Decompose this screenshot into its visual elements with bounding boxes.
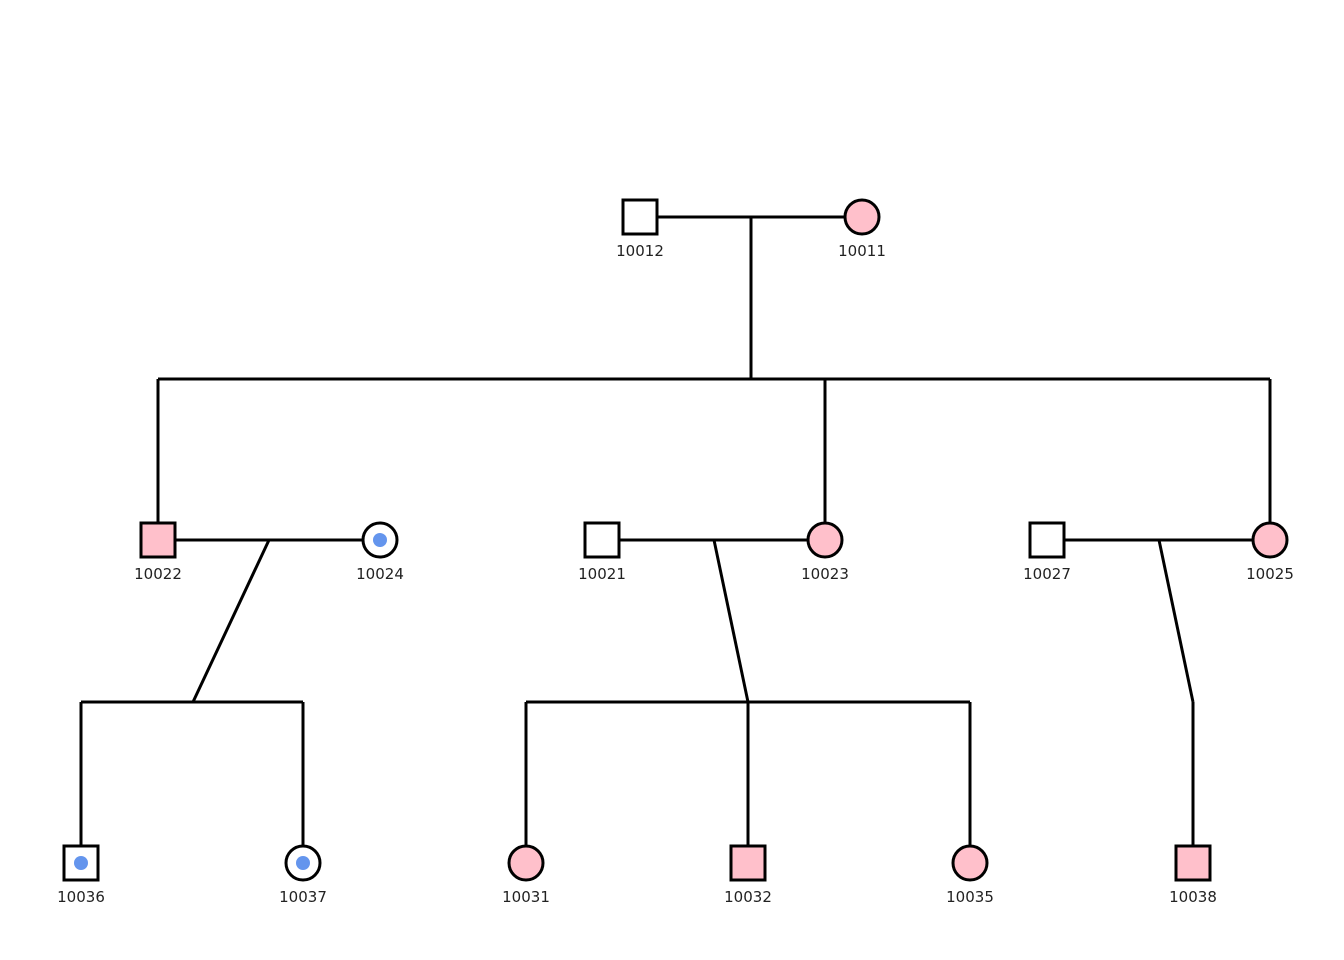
male-square-10038 — [1174, 844, 1212, 882]
female-circle-10023 — [806, 521, 844, 559]
individual-10023: 10023 — [801, 521, 849, 583]
carrier-dot-10037 — [296, 856, 310, 870]
individual-label-10032: 10032 — [724, 888, 772, 906]
individual-10011: 10011 — [838, 198, 886, 260]
male-square-10032 — [729, 844, 767, 882]
individual-label-10031: 10031 — [502, 888, 550, 906]
female-circle-10031 — [507, 844, 545, 882]
carrier-dot-10024 — [373, 533, 387, 547]
individual-10035: 10035 — [946, 844, 994, 906]
individual-label-10021: 10021 — [578, 565, 626, 583]
female-circle-10011 — [843, 198, 881, 236]
individual-10036: 10036 — [57, 844, 105, 906]
descent-line-10022-10024 — [191, 539, 271, 703]
female-circle-10025 — [1251, 521, 1289, 559]
individual-10037: 10037 — [279, 844, 327, 906]
individual-label-10025: 10025 — [1246, 565, 1294, 583]
individual-10012: 10012 — [616, 198, 664, 260]
individual-label-10012: 10012 — [616, 242, 664, 260]
individual-10032: 10032 — [724, 844, 772, 906]
male-square-10027 — [1028, 521, 1066, 559]
individual-label-10038: 10038 — [1169, 888, 1217, 906]
individual-label-10036: 10036 — [57, 888, 105, 906]
male-square-10022 — [139, 521, 177, 559]
individual-10025: 10025 — [1246, 521, 1294, 583]
female-circle-10035 — [951, 844, 989, 882]
individual-label-10024: 10024 — [356, 565, 404, 583]
descent-line-10021-10023 — [712, 539, 750, 703]
male-square-10021 — [583, 521, 621, 559]
individual-label-10022: 10022 — [134, 565, 182, 583]
individual-10038: 10038 — [1169, 844, 1217, 906]
descent-line-10027-10025 — [1157, 539, 1195, 703]
individual-label-10011: 10011 — [838, 242, 886, 260]
male-square-10012 — [621, 198, 659, 236]
individual-10027: 10027 — [1023, 521, 1071, 583]
individual-label-10023: 10023 — [801, 565, 849, 583]
individual-label-10037: 10037 — [279, 888, 327, 906]
individuals: 10012 10011 10022 10024 10021 10023 10027 10025… — [57, 198, 1294, 906]
carrier-dot-10036 — [74, 856, 88, 870]
individual-label-10027: 10027 — [1023, 565, 1071, 583]
individual-10022: 10022 — [134, 521, 182, 583]
individual-label-10035: 10035 — [946, 888, 994, 906]
connector-lines — [79, 215, 1272, 846]
individual-10031: 10031 — [502, 844, 550, 906]
individual-10021: 10021 — [578, 521, 626, 583]
individual-10024: 10024 — [356, 521, 404, 583]
